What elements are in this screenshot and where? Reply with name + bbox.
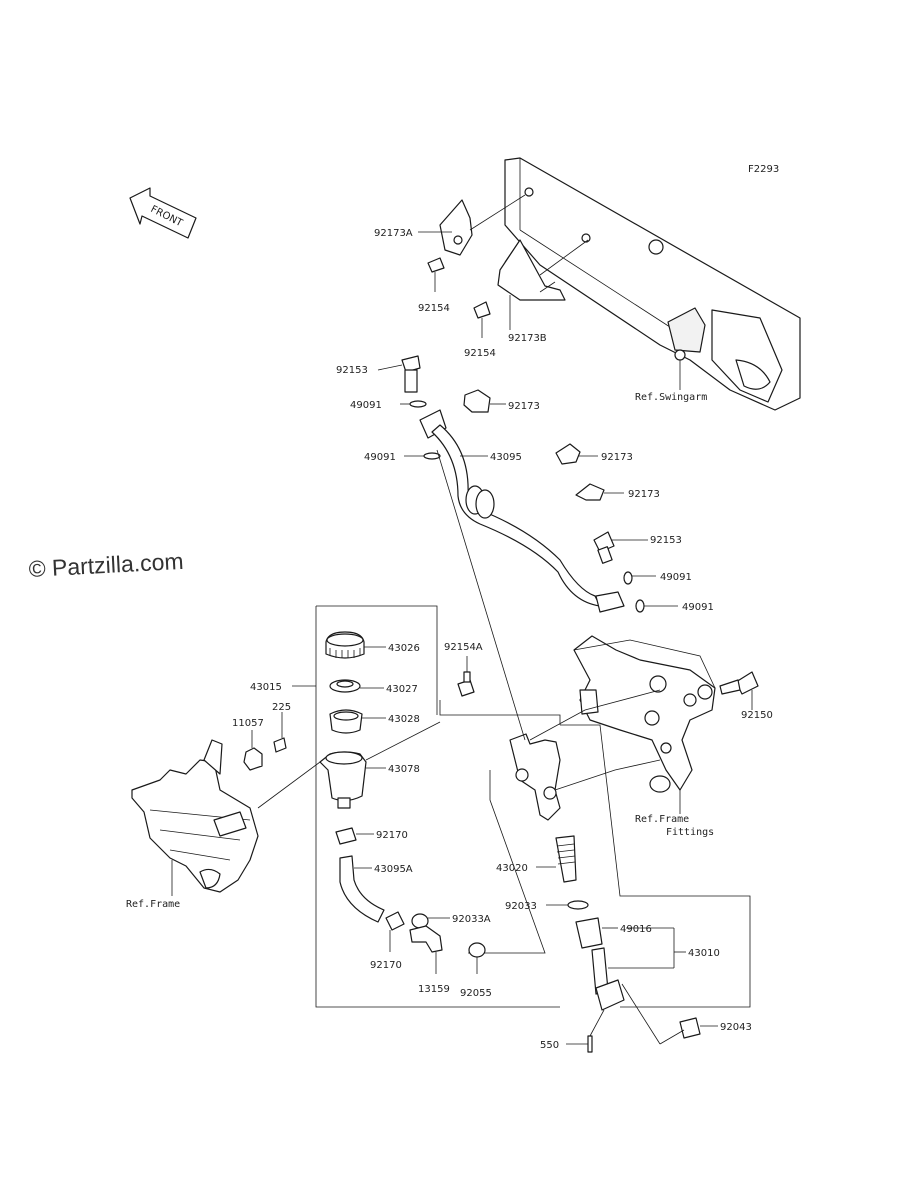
leader-to-bracket-a [529, 689, 661, 741]
boot-49016 [575, 917, 618, 949]
clamp-bracket-92173A [439, 194, 526, 256]
clip-92173-c [575, 483, 624, 501]
pushrod-43020 [536, 835, 577, 883]
callout-49091-d: 49091 [682, 602, 714, 613]
callout-43010: 43010 [688, 948, 720, 959]
washer-49091-d [635, 599, 645, 613]
callout-92170-b: 92170 [370, 960, 402, 971]
diaphragm-43028 [329, 709, 386, 734]
callout-92173A: 92173A [374, 228, 413, 239]
leader-43010-box [560, 724, 751, 1008]
bolt-92154-b [473, 301, 491, 338]
leader-to-bracket-b [554, 759, 661, 791]
frame-fittings-bracket [573, 635, 716, 814]
callout-49016: 49016 [620, 924, 652, 935]
bolt-225 [273, 712, 287, 753]
callout-43095A: 43095A [374, 864, 413, 875]
callout-92170-a: 92170 [376, 830, 408, 841]
pin-92043 [621, 983, 718, 1045]
o-ring-92055 [468, 942, 486, 974]
circlip-92033 [546, 900, 589, 910]
banjo-bolt-92153-a [377, 355, 421, 393]
leader-92055-box [468, 770, 546, 954]
callout-92154-b: 92154 [464, 348, 496, 359]
bolt-92154-a [427, 257, 445, 292]
callout-550: 550 [540, 1040, 559, 1051]
ref-swingarm: Ref.Swingarm [635, 392, 707, 403]
clip-92173-a [463, 389, 506, 413]
reservoir-43078 [257, 721, 441, 809]
washer-49091-b [423, 452, 441, 460]
swingarm-part [504, 157, 801, 411]
ref-frame-part [131, 739, 259, 896]
callout-43095: 43095 [490, 452, 522, 463]
callout-92150: 92150 [741, 710, 773, 721]
master-cylinder-43015 [509, 733, 561, 821]
reservoir-group-frame [315, 605, 560, 1008]
ref-frame: Ref.Frame [126, 899, 180, 910]
bracket-11057 [243, 730, 263, 771]
bolt-92154A [457, 656, 475, 697]
callout-92173B: 92173B [508, 333, 547, 344]
leader-92154A-box [439, 700, 561, 725]
callout-225: 225 [272, 702, 291, 713]
callout-43015: 43015 [250, 682, 282, 693]
leader-hose-down [436, 449, 526, 741]
banjo-bolt-92153-b [593, 531, 648, 564]
callout-92153-b: 92153 [650, 535, 682, 546]
callout-43020: 43020 [496, 863, 528, 874]
front-arrow-icon: FRONT [129, 187, 197, 239]
callout-92173-a: 92173 [508, 401, 540, 412]
callout-43026: 43026 [388, 643, 420, 654]
cotter-pin-550 [566, 1009, 605, 1053]
callout-43078: 43078 [388, 764, 420, 775]
callout-43028: 43028 [388, 714, 420, 725]
callout-92173-c: 92173 [628, 489, 660, 500]
callout-49091-c: 49091 [660, 572, 692, 583]
callout-49091-a: 49091 [350, 400, 382, 411]
clamp-92170-a [335, 827, 374, 845]
callout-92173-b: 92173 [601, 452, 633, 463]
plate-43027 [329, 679, 384, 693]
callout-92153-a: 92153 [336, 365, 368, 376]
reservoir-cap-43026 [325, 631, 386, 659]
joint-13159 [409, 925, 443, 974]
callout-92033A: 92033A [452, 914, 491, 925]
washer-49091-c [623, 571, 633, 585]
callout-92033: 92033 [505, 901, 537, 912]
brake-hose-43095 [419, 409, 625, 613]
washer-49091-a [409, 400, 427, 408]
rod-end-43010 [591, 927, 686, 1011]
callout-13159: 13159 [418, 984, 450, 995]
diagram-code: F2293 [748, 164, 779, 175]
bolt-92150 [719, 671, 759, 710]
clamp-bracket-92173B [497, 239, 589, 301]
callout-92043: 92043 [720, 1022, 752, 1033]
callout-43027: 43027 [386, 684, 418, 695]
callout-92055: 92055 [460, 988, 492, 999]
ref-frame-fittings-line1: Ref.Frame [635, 814, 689, 825]
clip-92173-b [555, 443, 598, 465]
callout-92154-a: 92154 [418, 303, 450, 314]
circlip-92033A [411, 913, 450, 929]
callout-11057: 11057 [232, 718, 264, 729]
callout-49091-b: 49091 [364, 452, 396, 463]
callout-92154A: 92154A [444, 642, 483, 653]
ref-frame-fittings-line2: Fittings [666, 827, 714, 838]
clamp-92170-b [385, 911, 405, 952]
hose-43095A [339, 855, 385, 923]
